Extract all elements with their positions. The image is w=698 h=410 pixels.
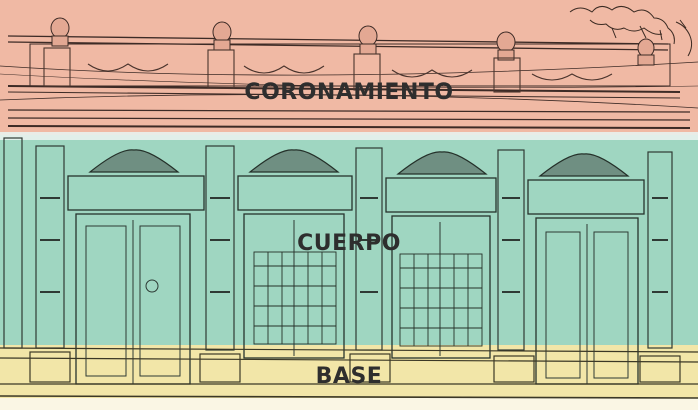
coronamiento-band — [0, 0, 698, 135]
base-plinth — [0, 347, 698, 399]
coronamiento-label: CORONAMIENTO — [244, 80, 454, 105]
base-label: BASE — [315, 364, 383, 389]
window-grilles — [253, 251, 483, 347]
cuerpo-label: CUERPO — [297, 231, 401, 256]
door-pediments — [88, 149, 630, 177]
cornice — [0, 35, 698, 129]
parapet-garlands — [43, 47, 613, 93]
white-separator — [0, 132, 698, 140]
tree-foliage — [569, 6, 693, 57]
parapet-finials — [50, 17, 655, 66]
ground-strip — [0, 398, 698, 410]
door-leaves — [85, 220, 629, 384]
